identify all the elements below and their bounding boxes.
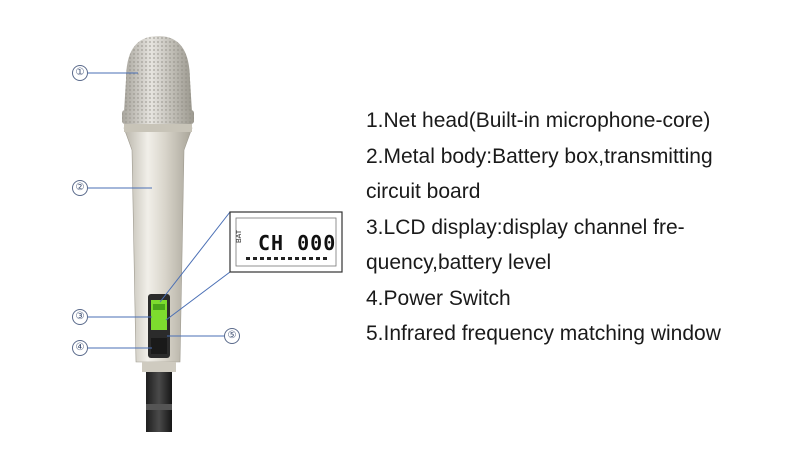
lcd-channel-readout: CH 000 [258, 231, 337, 255]
net-head [122, 36, 194, 124]
lcd-dots [246, 257, 327, 260]
description-line: 4.Power Switch [366, 286, 511, 310]
description-line: 1.Net head(Built-in microphone-core) [366, 109, 711, 132]
description-line: quency,battery level [366, 251, 552, 274]
lcd-battery-label: BAT [236, 229, 243, 243]
power-switch [151, 338, 167, 354]
antenna-tail [142, 362, 176, 432]
callout-1: ① [72, 65, 88, 81]
callout-3: ③ [72, 309, 88, 325]
lcd-zoom-box [229, 211, 343, 273]
callout-4: ④ [72, 340, 88, 356]
callout-5: ⑤ [224, 328, 240, 344]
description-line: circuit board [366, 180, 481, 203]
metal-body [123, 124, 193, 363]
description-line: 5.Infrared frequency matching window [366, 322, 721, 345]
description-line: 2.Metal body:Battery box,transmitting [366, 144, 713, 168]
callout-2: ② [72, 180, 88, 196]
feature-description-list: 1.Net head(Built-in microphone-core) 2.M… [366, 103, 796, 352]
description-line: 3.LCD display:display channel fre- [366, 215, 685, 239]
leader-lines [88, 72, 231, 349]
